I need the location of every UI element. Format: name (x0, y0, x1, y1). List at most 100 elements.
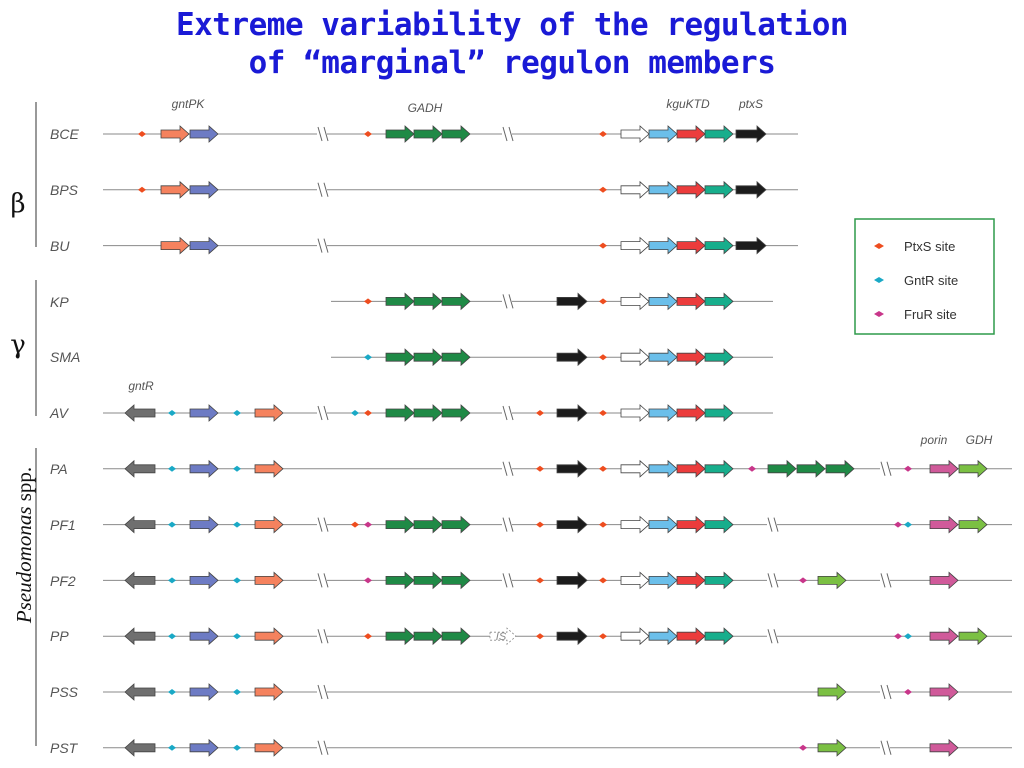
line-break-mark (323, 573, 329, 588)
line-break-mark (773, 629, 779, 644)
ptxs-site (599, 186, 607, 193)
gene-label-gntr: gntR (128, 379, 154, 393)
line-break-mark (317, 740, 323, 755)
line-break-mark (323, 126, 329, 142)
group-pseudomonas-suffix: spp. (12, 467, 36, 507)
gene-arrow-white (620, 348, 650, 367)
gene-arrow-red (676, 125, 706, 143)
line-break-mark (502, 405, 508, 421)
line-break-gap (767, 578, 777, 583)
line-break-mark (317, 126, 323, 142)
gene-labels: gntPK GADH kguKTD ptxS gntR porin GDH (128, 97, 992, 447)
line-break-mark (880, 461, 886, 476)
gene-arrow-red (676, 292, 706, 311)
gene-arrow-green (767, 459, 797, 478)
ptxs-site (364, 298, 372, 305)
gene-arrow-red (676, 236, 706, 255)
ptxs-site (138, 186, 146, 193)
line-break-mark (886, 684, 892, 700)
group-pseudomonas-label: Pseudomonas spp. (12, 467, 36, 624)
gene-arrow-pink (929, 627, 959, 646)
gene-arrow-green (385, 125, 415, 143)
line-break-mark (508, 294, 514, 309)
line-break-gap (317, 187, 327, 192)
gene-arrow-pink (929, 738, 959, 757)
gene-arrow-blue (189, 236, 219, 255)
frur-site (364, 577, 372, 584)
gene-arrow-pink (929, 515, 959, 534)
gene-arrow-teal (704, 292, 734, 311)
gene-arrow-white (489, 627, 517, 646)
frur-site (799, 744, 807, 751)
legend-ptxs-marker (874, 243, 884, 249)
line-break-mark (773, 573, 779, 588)
line-break-mark (317, 238, 323, 253)
gene-arrow-red (676, 180, 706, 199)
line-break-mark (508, 461, 514, 476)
line-break-gap (317, 522, 327, 527)
gene-arrow-salmon (254, 515, 284, 534)
line-break-gap (502, 522, 512, 527)
gene-label-kguktd: kguKTD (666, 97, 710, 111)
gene-arrow-gray (124, 627, 156, 646)
line-break-gap (767, 522, 777, 527)
legend-gntr-marker (874, 277, 884, 283)
gene-arrow-white (620, 515, 650, 534)
line-break-mark (886, 740, 892, 755)
gntr-site (233, 633, 241, 640)
group-beta-symbol: β (10, 189, 25, 219)
line-break-gap (880, 745, 890, 750)
ptxs-site (599, 633, 607, 640)
gene-arrow-green (441, 515, 471, 534)
gene-arrow-black (735, 236, 767, 255)
gntr-site (233, 577, 241, 584)
title-line-1: Extreme variability of the regulation (175, 7, 849, 43)
gene-arrow-green (413, 404, 443, 422)
gene-arrow-teal (704, 404, 734, 422)
gene-arrow-green (413, 292, 443, 311)
ptxs-site (536, 410, 544, 416)
gene-arrow-pink (929, 571, 959, 590)
gene-arrow-white (620, 459, 650, 478)
ptxs-site (599, 242, 607, 249)
row-label-bce: BCE (50, 126, 79, 142)
gene-arrow-gray (124, 459, 156, 478)
gene-arrow-lightblue (648, 459, 678, 478)
line-break-mark (317, 573, 323, 588)
line-break-mark (323, 517, 329, 532)
gntr-site (364, 354, 372, 361)
gntr-site (168, 689, 176, 695)
legend: PtxS site GntR site FruR site (854, 218, 995, 335)
gene-arrow-blue (189, 459, 219, 478)
gene-arrow-teal (704, 627, 734, 646)
gene-label-gdh: GDH (966, 433, 993, 447)
gene-arrow-blue (189, 627, 219, 646)
line-break-gap (502, 578, 512, 583)
group-pseudomonas-genus: Pseudomonas (12, 507, 36, 625)
line-break-gap (502, 411, 512, 415)
line-break-gap (317, 634, 327, 639)
gntr-site (233, 689, 241, 695)
line-break-mark (508, 405, 514, 421)
legend-frur-label: FruR site (904, 307, 957, 322)
line-break-mark (767, 517, 773, 532)
slide-title: Extreme variability of the regulation of… (0, 6, 1024, 82)
gene-arrow-lightblue (648, 125, 678, 143)
gene-arrow-green (441, 571, 471, 590)
gene-arrow-black (556, 627, 588, 646)
line-break-gap (317, 243, 327, 248)
ptxs-site (364, 131, 372, 137)
ptxs-site (138, 131, 146, 137)
gene-arrow-green (413, 571, 443, 590)
gene-arrow-lime (817, 683, 847, 701)
gene-arrow-white (620, 236, 650, 255)
row-label-pa: PA (50, 461, 68, 477)
gntr-site (168, 410, 176, 416)
gene-arrow-lime (817, 738, 847, 757)
gene-arrow-blue (189, 404, 219, 422)
line-break-gap (317, 745, 327, 750)
line-break-gap (317, 132, 327, 136)
gene-arrow-green (413, 515, 443, 534)
insertion-sequence-label: IS (496, 631, 507, 643)
ptxs-site (536, 465, 544, 472)
